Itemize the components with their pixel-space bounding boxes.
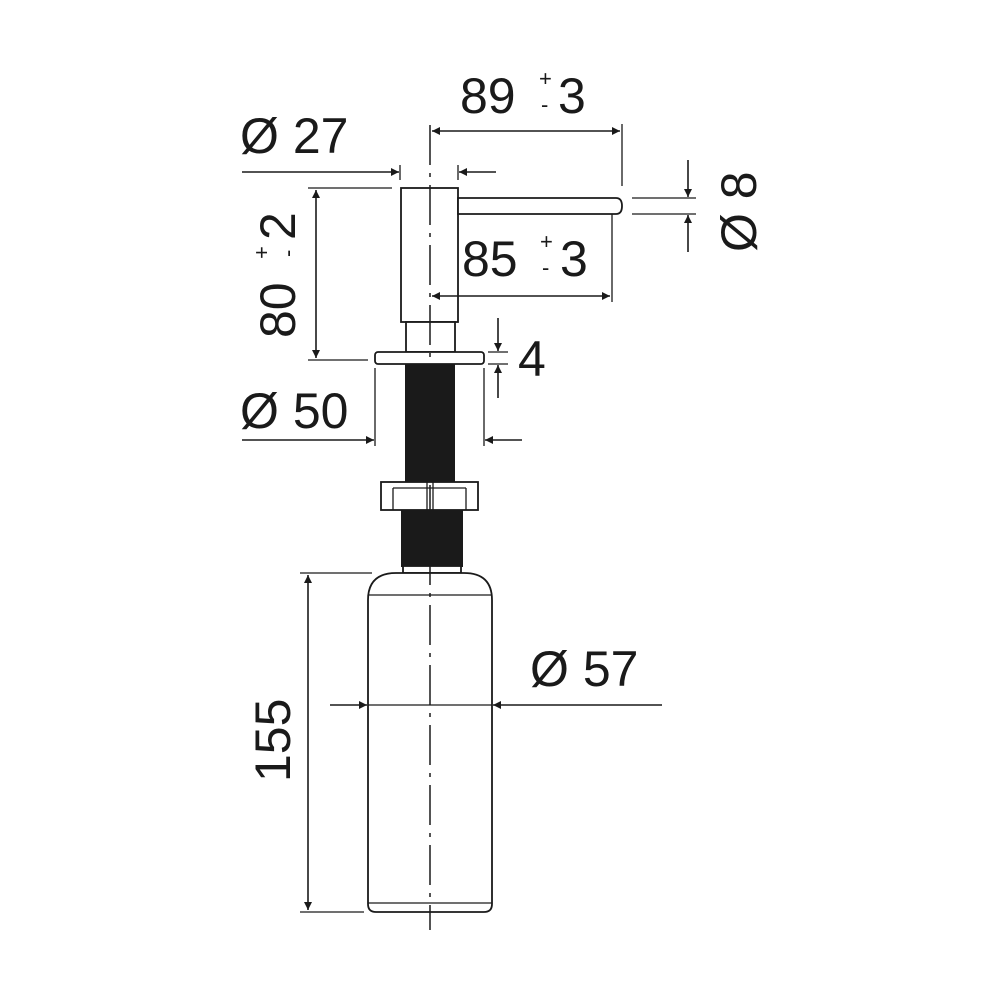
head-height-minus: - — [275, 250, 300, 257]
bottle-height-label: 155 — [245, 699, 301, 782]
spout-reach-tolerance: 3 — [558, 68, 586, 124]
spout-length-plus: + — [540, 229, 553, 254]
head-height-tolerance: 2 — [250, 212, 306, 240]
spout-length-tolerance: 3 — [560, 231, 588, 287]
dim-spout-reach: 89 + - 3 — [432, 66, 623, 186]
head-height-plus: + — [249, 246, 274, 259]
spout-diameter-label: Ø 8 — [711, 171, 767, 252]
spout-length-minus: - — [542, 255, 549, 280]
dim-flange-diameter: Ø 50 — [240, 368, 522, 446]
dim-bottle-diameter: Ø 57 — [330, 641, 662, 709]
dim-spout-diameter: Ø 8 — [632, 160, 767, 252]
spout-reach-plus: + — [539, 66, 552, 91]
flange-diameter-label: Ø 50 — [240, 383, 348, 439]
head-diameter-label: Ø 27 — [240, 108, 348, 164]
head-height-value: 80 — [250, 282, 306, 338]
dim-bottle-height: 155 — [245, 572, 372, 913]
bottle-diameter-label: Ø 57 — [530, 641, 638, 697]
tube-collar — [402, 565, 462, 574]
dim-flange-thickness: 4 — [488, 318, 546, 398]
dim-spout-length: 85 + - 3 — [432, 214, 613, 302]
spout-reach-value: 89 — [460, 68, 516, 124]
spout — [457, 197, 623, 215]
dim-head-height: 80 + - 2 — [249, 187, 392, 361]
spout-reach-minus: - — [541, 92, 548, 117]
dim-head-diameter: Ø 27 — [240, 108, 496, 180]
spout-length-value: 85 — [462, 231, 518, 287]
lower-tube — [401, 510, 463, 567]
flange-thickness-label: 4 — [518, 331, 546, 387]
